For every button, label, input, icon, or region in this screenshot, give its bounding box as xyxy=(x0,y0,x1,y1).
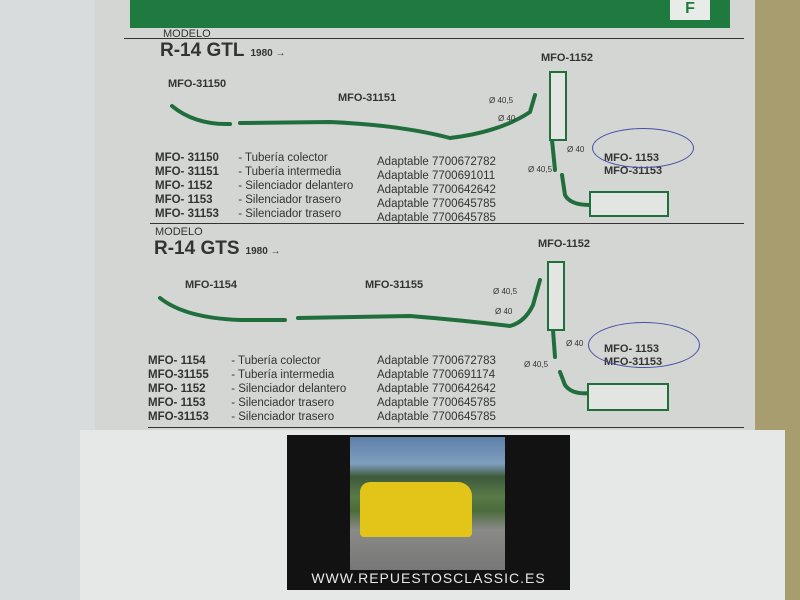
part-desc: - Tubería colector xyxy=(231,355,321,367)
adaptable-refs: Adaptable 7700672783 Adaptable 770069117… xyxy=(377,354,496,424)
brand-logo: F xyxy=(670,0,710,20)
part-label: MFO-1152 xyxy=(538,238,590,250)
yellow-car-image xyxy=(360,482,472,537)
part-desc: - Silenciador delantero xyxy=(238,180,354,192)
part-row: MFO-31153 - Silenciador trasero xyxy=(148,410,346,424)
pipe-rear-gts xyxy=(551,328,592,396)
adaptable-ref: Adaptable 7700642642 xyxy=(377,383,496,395)
handwritten-circle xyxy=(592,128,694,168)
diameter-label: Ø 40,5 xyxy=(489,96,514,105)
adaptable-ref: Adaptable 7700691174 xyxy=(377,369,496,381)
front-muffler-gtl xyxy=(549,71,567,141)
left-page xyxy=(0,0,95,600)
diameter-label: Ø 40 xyxy=(567,145,585,154)
part-row: MFO- 31153 - Silenciador trasero xyxy=(155,207,353,221)
part-label: MFO-31155 xyxy=(365,279,424,291)
section-r14-gts xyxy=(150,223,744,224)
adaptable-ref: Adaptable 7700672782 xyxy=(377,156,496,168)
adaptable-ref: Adaptable 7700642642 xyxy=(377,184,496,196)
diameter-label: Ø 40 xyxy=(498,114,516,123)
website-url: WWW.REPUESTOSCLASSIC.ES xyxy=(311,570,546,586)
modelo-label: MODELO xyxy=(155,226,203,238)
diameter-label: Ø 40,5 xyxy=(528,165,553,174)
adaptable-ref: Adaptable 7700672783 xyxy=(377,355,496,367)
part-row: MFO-31155 - Tubería intermedia xyxy=(148,368,346,382)
part-desc: - Silenciador delantero xyxy=(231,383,347,395)
part-desc: - Silenciador trasero xyxy=(238,194,342,206)
part-code: MFO-31155 xyxy=(148,369,209,381)
part-label: MFO-31151 xyxy=(338,92,397,104)
part-row: MFO- 31150 - Tubería colector xyxy=(155,151,353,165)
part-code: MFO- 31150 xyxy=(155,152,219,164)
rear-muffler-gts xyxy=(587,383,669,411)
catalog-header-band: F xyxy=(130,0,730,28)
front-muffler-gts xyxy=(547,261,565,331)
part-desc: - Tubería intermedia xyxy=(231,369,335,381)
part-desc: - Silenciador trasero xyxy=(238,208,342,220)
pipe-collector-gtl xyxy=(170,104,232,127)
model-name: R-14 GTL xyxy=(160,40,245,61)
adaptable-ref: Adaptable 7700645785 xyxy=(377,411,496,423)
part-code: MFO- 1153 xyxy=(155,194,213,206)
part-code: MFO- 1152 xyxy=(148,383,206,395)
part-desc: - Tubería intermedia xyxy=(238,166,342,178)
diameter-label: Ø 40,5 xyxy=(493,287,518,296)
model-name: R-14 GTS xyxy=(154,238,240,259)
adaptable-refs: Adaptable 7700672782 Adaptable 770069101… xyxy=(377,155,496,225)
model-year: 1980 → xyxy=(250,48,286,59)
part-label: MFO-1154 xyxy=(185,279,237,291)
adaptable-ref: Adaptable 7700645785 xyxy=(377,212,496,224)
diameter-label: Ø 40,5 xyxy=(524,360,549,369)
diameter-label: Ø 40 xyxy=(495,307,513,316)
model-title: R-14 GTS 1980 → xyxy=(154,238,281,260)
handwritten-circle xyxy=(588,322,700,368)
modelo-label: MODELO xyxy=(163,28,211,40)
part-row: MFO- 31151 - Tubería intermedia xyxy=(155,165,353,179)
part-label: MFO-31153 xyxy=(604,165,663,177)
model-year: 1980 → xyxy=(245,246,281,257)
part-row: MFO- 1154 - Tubería colector xyxy=(148,354,346,368)
adaptable-ref: Adaptable 7700645785 xyxy=(377,198,496,210)
adaptable-ref: Adaptable 7700691011 xyxy=(377,170,496,182)
part-code: MFO- 1152 xyxy=(155,180,213,192)
parts-list: MFO- 31150 - Tubería colector MFO- 31151… xyxy=(155,151,353,221)
pipe-intermediate-gtl xyxy=(238,93,537,141)
section-divider xyxy=(148,427,744,428)
part-label: MFO-31150 xyxy=(168,78,227,90)
part-desc: - Silenciador trasero xyxy=(231,397,335,409)
part-row: MFO- 1152 - Silenciador delantero xyxy=(148,382,346,396)
part-row: MFO- 1153 - Silenciador trasero xyxy=(148,396,346,410)
part-code: MFO- 1153 xyxy=(148,397,206,409)
rear-muffler-gtl xyxy=(589,191,669,217)
part-row: MFO- 1153 - Silenciador trasero xyxy=(155,193,353,207)
part-code: MFO- 31151 xyxy=(155,166,219,178)
parts-list: MFO- 1154 - Tubería colector MFO-31155 -… xyxy=(148,354,346,424)
part-code: MFO-31153 xyxy=(148,411,209,423)
model-title: R-14 GTL 1980 → xyxy=(160,40,285,62)
section-r14-gtl xyxy=(124,38,744,39)
part-code: MFO- 1154 xyxy=(148,355,206,367)
part-code: MFO- 31153 xyxy=(155,208,219,220)
pipe-intermediate-gts xyxy=(296,278,542,329)
adaptable-ref: Adaptable 7700645785 xyxy=(377,397,496,409)
part-desc: - Tubería colector xyxy=(238,152,328,164)
part-row: MFO- 1152 - Silenciador delantero xyxy=(155,179,353,193)
part-desc: - Silenciador trasero xyxy=(231,411,335,423)
pipe-rear-gtl xyxy=(550,138,592,207)
diameter-label: Ø 40 xyxy=(566,339,584,348)
pipe-collector-gts xyxy=(158,296,287,322)
part-label: MFO-1152 xyxy=(541,52,593,64)
